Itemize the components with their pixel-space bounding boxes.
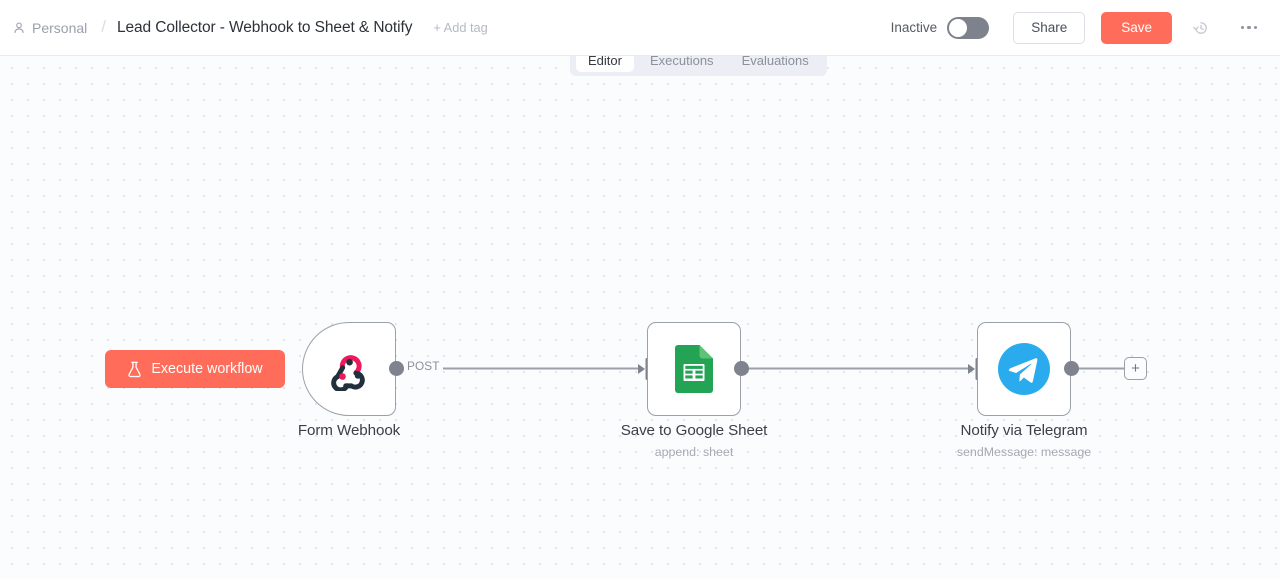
google-sheets-icon <box>675 345 713 393</box>
workflow-title[interactable]: Lead Collector - Webhook to Sheet & Noti… <box>117 18 413 36</box>
execute-workflow-button[interactable]: Execute workflow <box>105 350 285 388</box>
breadcrumb-project-label: Personal <box>32 19 88 36</box>
save-button[interactable]: Save <box>1101 11 1172 44</box>
telegram-icon <box>998 343 1050 395</box>
toggle-knob <box>949 18 968 37</box>
connection-layer <box>401 367 1126 370</box>
execute-workflow-label: Execute workflow <box>151 361 263 377</box>
share-button[interactable]: Share <box>1013 11 1086 44</box>
node-subtitle-save-to-google-sheet: append: sheet <box>654 445 734 459</box>
node-icon-container <box>648 323 740 415</box>
node-label-notify-via-telegram: Notify via Telegram <box>960 422 1088 439</box>
app-header: Personal / Lead Collector - Webhook to S… <box>0 0 1280 56</box>
node-icon-container <box>303 323 395 415</box>
breadcrumb: Personal / Lead Collector - Webhook to S… <box>0 16 488 40</box>
tab-evaluations[interactable]: Evaluations <box>741 52 809 68</box>
node-save-to-google-sheet[interactable] <box>647 322 741 416</box>
breadcrumb-project[interactable]: Personal <box>10 16 89 40</box>
output-port-sheets[interactable] <box>734 361 749 376</box>
add-tag-button[interactable]: + Add tag <box>433 20 488 35</box>
ellipsis-icon[interactable] <box>1234 13 1264 43</box>
connection-label-post: POST <box>404 359 443 373</box>
add-node-button[interactable]: + <box>1124 357 1147 380</box>
person-icon <box>14 22 24 33</box>
node-icon-container <box>978 323 1070 415</box>
tab-executions[interactable]: Executions <box>649 52 714 68</box>
header-actions: Inactive Share Save <box>890 11 1280 44</box>
breadcrumb-separator: / <box>101 16 106 36</box>
node-form-webhook[interactable] <box>302 322 396 416</box>
activation-status-label: Inactive <box>890 20 938 35</box>
history-clock-icon[interactable] <box>1186 13 1216 43</box>
node-label-form-webhook: Form Webhook <box>297 422 401 439</box>
node-notify-via-telegram[interactable] <box>977 322 1071 416</box>
flask-icon <box>128 361 142 377</box>
output-port-telegram[interactable] <box>1064 361 1079 376</box>
webhook-icon <box>331 355 365 391</box>
node-label-save-to-google-sheet: Save to Google Sheet <box>620 422 768 439</box>
node-subtitle-notify-via-telegram: sendMessage: message <box>956 445 1092 459</box>
output-port-webhook[interactable] <box>389 361 404 376</box>
activation-toggle[interactable] <box>947 16 990 39</box>
workflow-canvas[interactable]: POST Execute workflow <box>0 56 1280 579</box>
